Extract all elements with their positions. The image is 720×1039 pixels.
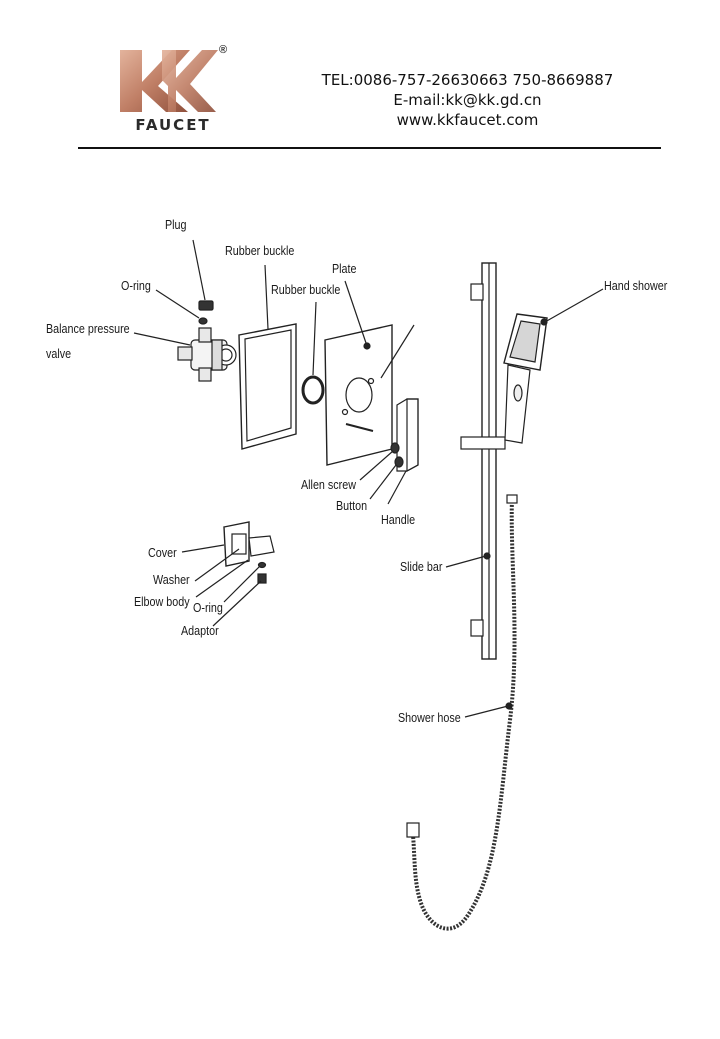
label-rubber-buckle-1: Rubber buckle <box>225 244 295 258</box>
label-cover: Cover <box>148 546 177 560</box>
slide-bar-part <box>445 262 506 660</box>
label-handle: Handle <box>381 513 416 527</box>
rubber-buckle-ring <box>301 301 325 405</box>
label-washer: Washer <box>153 573 190 587</box>
button-part <box>359 442 404 500</box>
plug-part <box>192 239 214 311</box>
registered-mark: ® <box>219 44 228 56</box>
rubber-buckle-panel <box>238 264 297 450</box>
adaptor-part <box>195 559 267 627</box>
label-balance-pressure: Balance pressure <box>46 322 130 336</box>
contact-web[interactable]: www.kkfaucet.com <box>396 111 539 129</box>
o-ring-top-part <box>155 289 208 325</box>
label-shower-hose: Shower hose <box>398 711 461 725</box>
label-adaptor: Adaptor <box>181 624 219 638</box>
label-slide-bar: Slide bar <box>400 560 443 574</box>
header: ® FAUCET TEL:0086-757-26630663 750-86698… <box>0 0 720 160</box>
label-hand-shower: Hand shower <box>604 279 668 293</box>
hand-shower-part <box>503 288 604 444</box>
plate-part <box>324 280 393 466</box>
label-button: Button <box>336 499 368 513</box>
shower-hose-part <box>406 494 518 931</box>
contact-block: TEL:0086-757-26630663 750-8669887 E-mail… <box>295 70 640 130</box>
contact-tel: TEL:0086-757-26630663 750-8669887 <box>321 71 614 89</box>
cover-elbow-part <box>181 521 275 582</box>
label-rubber-buckle-2: Rubber buckle <box>271 283 341 297</box>
label-o-ring-bottom: O-ring <box>193 601 223 615</box>
label-allen-screw: Allen screw <box>301 478 356 492</box>
label-plate: Plate <box>332 262 357 276</box>
label-elbow-body: Elbow body <box>134 595 190 609</box>
balance-valve-part <box>133 327 237 382</box>
header-divider <box>78 147 661 149</box>
handle-part <box>380 324 419 505</box>
contact-email: E-mail:kk@kk.gd.cn <box>393 91 542 109</box>
logo-wordmark: FAUCET <box>135 116 211 134</box>
label-o-ring-top: O-ring <box>121 279 151 293</box>
kk-logo-icon <box>120 50 218 112</box>
label-plug: Plug <box>165 218 187 232</box>
label-valve: valve <box>46 347 72 361</box>
